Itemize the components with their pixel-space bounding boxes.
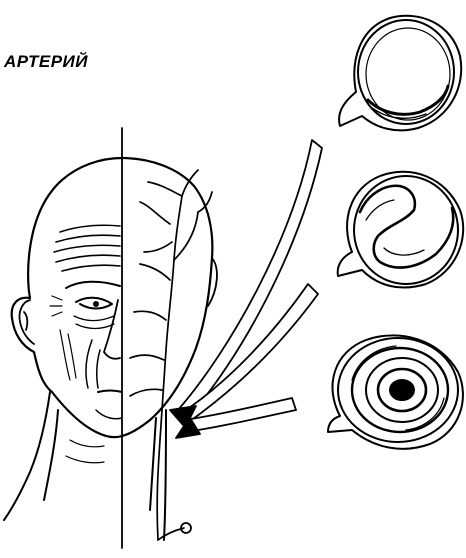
cheek-lines bbox=[60, 330, 76, 380]
nasolabial-fold bbox=[86, 340, 100, 388]
neck-left bbox=[4, 392, 58, 520]
head-figure bbox=[4, 128, 217, 548]
crows-feet bbox=[50, 296, 62, 316]
artery-tree bbox=[130, 170, 212, 540]
neck-wrinkles bbox=[66, 440, 104, 463]
ear bbox=[19, 300, 34, 344]
mouth bbox=[98, 391, 122, 393]
arrow-top bbox=[178, 140, 322, 420]
cross-section-3 bbox=[328, 335, 463, 448]
chin bbox=[96, 410, 122, 419]
nose bbox=[104, 300, 120, 359]
head-outline bbox=[12, 158, 122, 437]
forehead-wrinkles bbox=[54, 225, 120, 271]
brow bbox=[66, 282, 120, 288]
cross-section-1 bbox=[339, 16, 461, 131]
pupil bbox=[94, 302, 99, 307]
cross-section-2 bbox=[338, 172, 464, 288]
eye-bags bbox=[74, 316, 114, 329]
